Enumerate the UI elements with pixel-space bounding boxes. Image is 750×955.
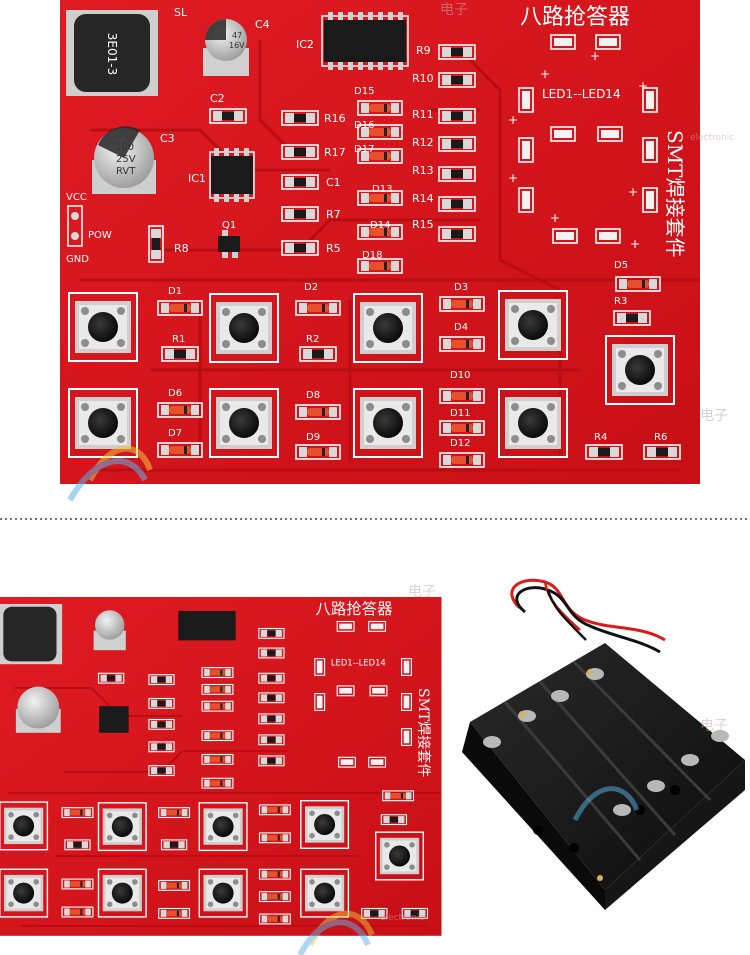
capacitor-c3: 100 25V RVT xyxy=(92,126,156,194)
svg-text:R16: R16 xyxy=(324,112,346,125)
svg-text:D3: D3 xyxy=(454,282,468,293)
svg-text:D6: D6 xyxy=(168,388,182,399)
label-sl: SL xyxy=(174,6,188,19)
svg-text:R14: R14 xyxy=(412,192,434,205)
svg-text:C1: C1 xyxy=(326,176,341,189)
svg-text:R11: R11 xyxy=(412,108,434,121)
svg-text:D18: D18 xyxy=(362,250,382,261)
transistor-q1 xyxy=(218,230,240,258)
inductor: 3E01-3 xyxy=(66,10,158,96)
label-vcc: VCC xyxy=(66,192,87,203)
label-r8: R8 xyxy=(174,242,189,255)
pcb-board-top: 3E01-3 SL 47 16V C4 100 25V RVT C3 C2 xyxy=(60,0,700,484)
svg-text:100: 100 xyxy=(115,142,134,153)
svg-text:D12: D12 xyxy=(450,438,470,449)
svg-text:+: + xyxy=(630,237,640,251)
label-ic2: IC2 xyxy=(296,38,314,51)
svg-text:47: 47 xyxy=(232,31,242,40)
resistor-column-right: R9 R10 R11 R12 R13 R14 R15 xyxy=(412,44,476,242)
svg-text:D10: D10 xyxy=(450,370,470,381)
svg-text:R6: R6 xyxy=(654,432,667,443)
svg-text:R12: R12 xyxy=(412,136,434,149)
battery-holder xyxy=(462,578,745,910)
svg-text:R17: R17 xyxy=(324,146,346,159)
svg-text:+: + xyxy=(540,67,550,81)
svg-text:D8: D8 xyxy=(306,390,320,401)
board-title: 八路抢答器 xyxy=(520,5,630,30)
svg-text:R3: R3 xyxy=(614,296,627,307)
board-subtitle: SMT焊接套件 xyxy=(663,130,687,258)
resistor-column-left: R16 R17 C1 R7 R5 xyxy=(281,110,346,256)
svg-text:R15: R15 xyxy=(412,218,434,231)
watermark-bottom: 电子 电子 electronic xyxy=(297,584,728,955)
svg-text:D16: D16 xyxy=(354,120,374,131)
svg-text:+: + xyxy=(550,211,560,225)
ic1-chip xyxy=(209,148,255,202)
svg-text:电子: 电子 xyxy=(408,584,436,600)
svg-text:R4: R4 xyxy=(594,432,607,443)
diode-column-top: D15 D16 D17 D13 D14 D18 xyxy=(354,86,403,274)
svg-text:D15: D15 xyxy=(354,86,374,97)
svg-text:electronic: electronic xyxy=(690,133,734,143)
svg-text:electronic: electronic xyxy=(380,913,424,923)
label-gnd: GND xyxy=(66,254,89,265)
label-q1: Q1 xyxy=(222,220,236,231)
label-ic1: IC1 xyxy=(188,172,206,185)
svg-text:电子: 电子 xyxy=(700,718,728,734)
svg-text:电子: 电子 xyxy=(440,2,468,18)
label-c3: C3 xyxy=(160,132,175,145)
svg-text:D2: D2 xyxy=(304,282,318,293)
svg-text:+: + xyxy=(628,185,638,199)
label-pow: POW xyxy=(88,230,112,241)
svg-text:电子: 电子 xyxy=(700,408,728,424)
svg-text:D14: D14 xyxy=(370,220,390,231)
svg-text:25V: 25V xyxy=(116,154,136,165)
svg-text:R2: R2 xyxy=(306,334,319,345)
led-range-label: LED1--LED14 xyxy=(542,87,621,101)
lower-components-top: D1 R1 D6 D7 D2 R2 D8 D9 D3 D4 D10 D11 D1… xyxy=(157,260,681,468)
svg-text:R1: R1 xyxy=(172,334,185,345)
svg-text:+: + xyxy=(508,113,518,127)
svg-text:D4: D4 xyxy=(454,322,468,333)
svg-text:D1: D1 xyxy=(168,286,182,297)
svg-text:D5: D5 xyxy=(614,260,628,271)
svg-text:R10: R10 xyxy=(412,72,434,85)
svg-text:D9: D9 xyxy=(306,432,320,443)
inductor-mark: 3E01-3 xyxy=(105,33,119,75)
board-bottom-subtitle: SMT焊接套件 xyxy=(415,688,432,777)
svg-text:RVT: RVT xyxy=(116,166,136,177)
label-c2: C2 xyxy=(210,92,225,105)
svg-text:R5: R5 xyxy=(326,242,341,255)
label-c4: C4 xyxy=(255,18,270,31)
svg-text:+: + xyxy=(508,171,518,185)
led-ring: + + + + + + + + xyxy=(508,34,658,251)
svg-text:16V: 16V xyxy=(229,41,245,50)
svg-text:R13: R13 xyxy=(412,164,434,177)
capacitor-c4: 47 16V xyxy=(203,19,249,76)
svg-text:+: + xyxy=(638,79,648,93)
svg-text:+: + xyxy=(590,49,600,63)
ic2-chip xyxy=(321,12,409,70)
svg-text:D17: D17 xyxy=(354,144,374,155)
svg-text:R9: R9 xyxy=(416,44,431,57)
watermark-top: 电子 电子 electronic xyxy=(67,2,734,502)
svg-text:D11: D11 xyxy=(450,408,470,419)
pcb-board-bottom: 八路抢答器 LED1--LED14 SMT焊接套件 xyxy=(0,597,442,936)
svg-text:R7: R7 xyxy=(326,208,341,221)
svg-text:D13: D13 xyxy=(372,184,392,195)
board-bottom-title: 八路抢答器 xyxy=(316,600,393,618)
board-bottom-led-range: LED1--LED14 xyxy=(331,658,386,668)
power-header xyxy=(67,205,83,247)
svg-text:D7: D7 xyxy=(168,428,182,439)
